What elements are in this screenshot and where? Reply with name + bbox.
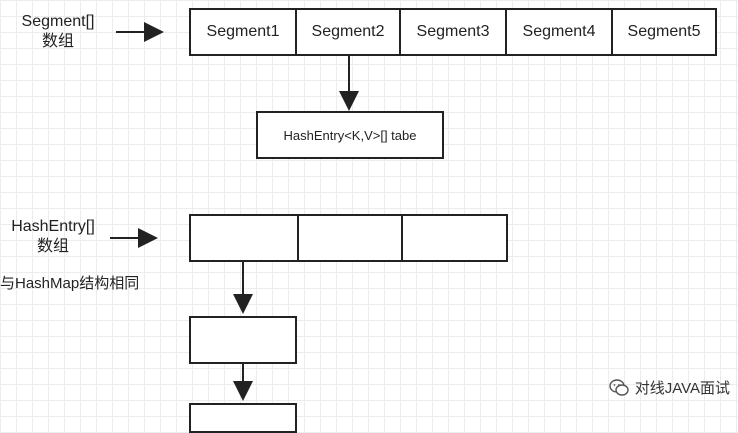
hashmap-structure-note: 与HashMap结构相同 [0, 275, 140, 292]
segment-cell-2: Segment2 [295, 8, 401, 56]
segment-array-label-line2: 数组 [41, 33, 74, 50]
segment-cell-4: Segment4 [505, 8, 613, 56]
hashentry-cell-1 [189, 214, 299, 262]
watermark-text: 对线JAVA面试 [634, 380, 730, 397]
hashentry-array-label-line2: 数组 [36, 238, 69, 255]
hashentry-array-label-line1: HashEntry[] [11, 218, 95, 235]
segment-cell-3: Segment3 [399, 8, 507, 56]
hashentry-array-label: HashEntry[] 数组 [0, 217, 106, 257]
hashentry-table-box: HashEntry<K,V>[] tabe [256, 111, 444, 159]
hashentry-cell-3 [401, 214, 508, 262]
segment-cell-5: Segment5 [611, 8, 717, 56]
segment-array-label-line1: Segment[] [21, 13, 95, 30]
wechat-icon [609, 378, 629, 396]
chain-node-1 [189, 316, 297, 364]
segment-cell-1: Segment1 [189, 8, 297, 56]
segment-array-label: Segment[] 数组 [8, 12, 108, 52]
watermark: 对线JAVA面试 [609, 377, 730, 398]
hashentry-cell-2 [297, 214, 403, 262]
chain-node-2 [189, 403, 297, 433]
diagram-arrows [110, 22, 359, 401]
